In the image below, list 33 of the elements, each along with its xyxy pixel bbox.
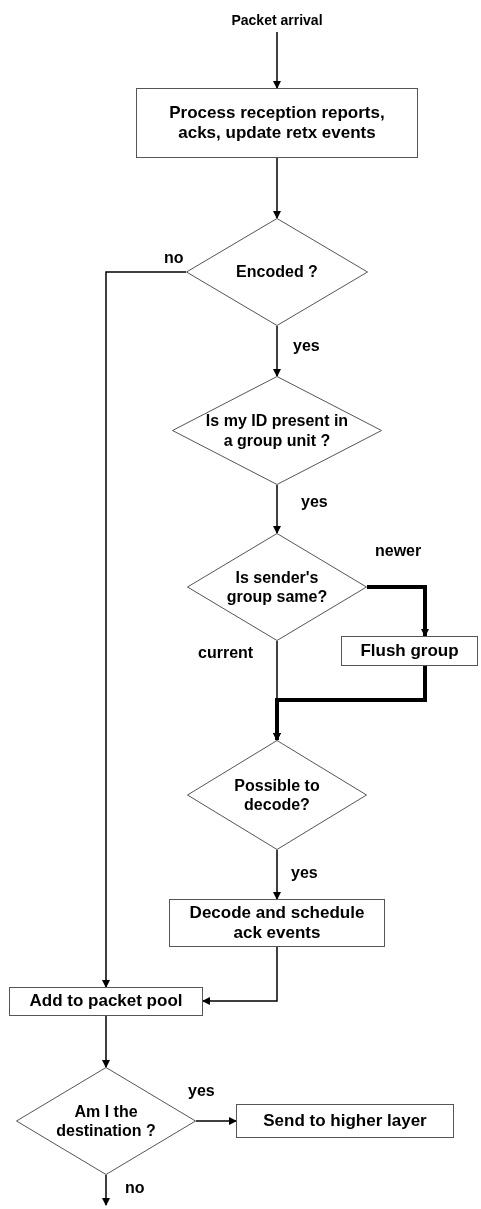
node-text: Encoded ? (236, 262, 318, 282)
node-text: Decode and schedule ack events (188, 902, 366, 944)
arrow (102, 1015, 110, 1068)
arrow (273, 484, 281, 534)
decision-diamond (187, 740, 367, 850)
decision-diamond (187, 533, 367, 641)
arrow (195, 1117, 237, 1125)
arrow (273, 31, 281, 89)
arrow (102, 271, 187, 988)
arrow (273, 325, 281, 377)
node-text: Am I the destination ? (55, 1101, 157, 1141)
arrow (273, 666, 427, 741)
node-text: Is my ID present in a group unit ? (204, 411, 350, 450)
process-box (341, 636, 478, 666)
decision-diamond (186, 218, 368, 326)
process-box (169, 899, 385, 947)
decision-diamond (172, 376, 382, 485)
arrow (202, 946, 278, 1005)
node-text: Flush group (360, 640, 459, 662)
arrow (102, 1174, 110, 1206)
node-text: Possible to decode? (233, 775, 321, 815)
arrow (273, 157, 281, 219)
node-text: Send to higher layer (263, 1110, 427, 1132)
edge-label: current (197, 645, 255, 661)
node-text: Process reception reports, acks, update retx events (168, 102, 386, 144)
node-text: Packet arrival (231, 11, 323, 29)
arrow (273, 849, 281, 900)
arrow (367, 585, 429, 637)
process-box (236, 1104, 454, 1138)
process-box (136, 88, 418, 158)
node-text: Add to packet pool (29, 991, 183, 1012)
process-box (9, 987, 203, 1016)
node-text: Is sender's group same? (225, 567, 329, 607)
